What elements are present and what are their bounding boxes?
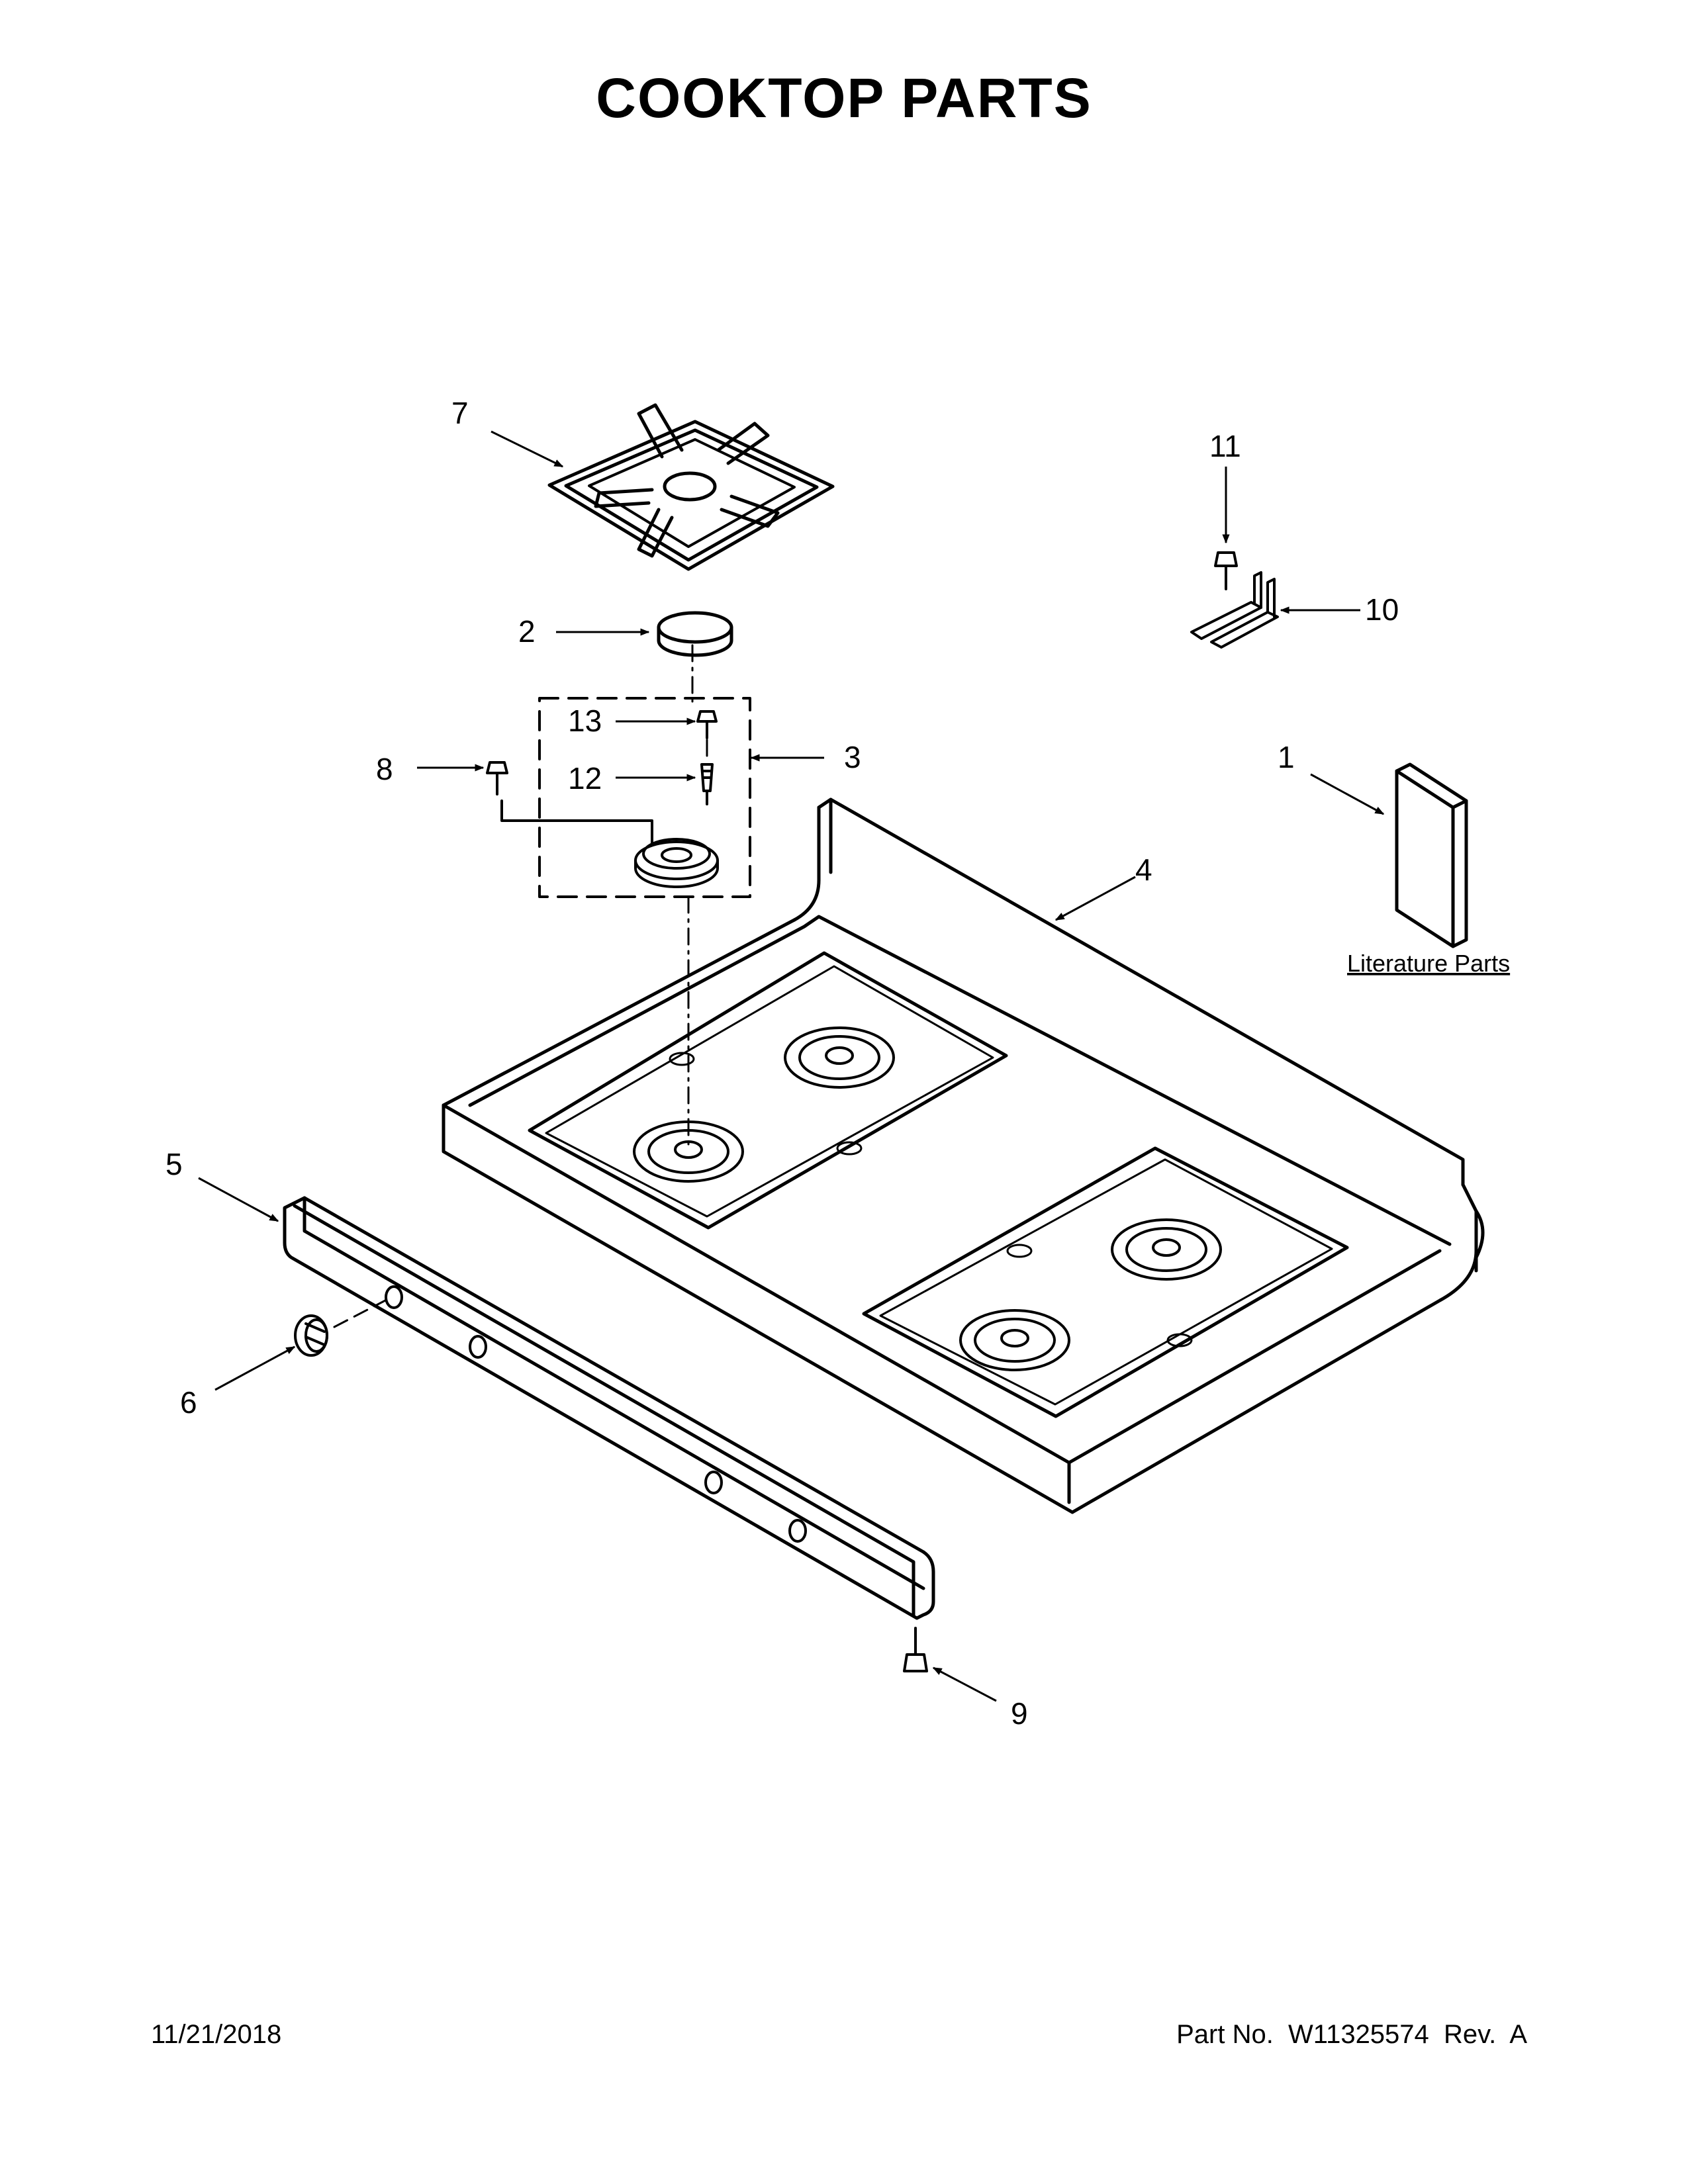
- mounting-bracket-part: [1190, 571, 1279, 649]
- spark-electrode-part: [700, 763, 714, 805]
- callout-2: 2: [518, 614, 536, 649]
- callout-13: 13: [568, 704, 602, 738]
- callout-3: 3: [844, 740, 861, 774]
- screw-8-part: [486, 761, 508, 796]
- burner-assembly-group-box: [538, 697, 751, 898]
- manifold-panel-part: [283, 1196, 935, 1620]
- footer-part-number: Part No. W11325574 Rev. A: [1176, 2020, 1527, 2049]
- callout-5: 5: [165, 1147, 183, 1181]
- burner-wire: [500, 799, 653, 845]
- burner-base-part: [634, 838, 719, 888]
- screw-11-part: [1214, 551, 1238, 590]
- control-knob-part: [294, 1314, 328, 1357]
- callout-leaders: [198, 430, 1385, 1702]
- literature-parts-label: Literature Parts: [1347, 950, 1510, 977]
- callout-11: 11: [1209, 429, 1241, 463]
- callout-8: 8: [376, 752, 393, 786]
- page-title: COOKTOP PARTS: [596, 67, 1092, 129]
- literature-booklet-part: [1395, 762, 1468, 948]
- callout-10: 10: [1365, 592, 1399, 627]
- callout-7: 7: [451, 396, 469, 430]
- callout-6: 6: [180, 1385, 197, 1420]
- callout-4: 4: [1135, 852, 1152, 887]
- burner-grate-part: [547, 403, 835, 571]
- screw-13-part: [696, 710, 718, 739]
- screw-9-part: [903, 1627, 928, 1672]
- callout-1: 1: [1278, 740, 1295, 774]
- callout-9: 9: [1011, 1696, 1028, 1731]
- footer-date: 11/21/2018: [151, 2020, 282, 2049]
- callout-12: 12: [568, 761, 602, 796]
- cooktop-main-part: [442, 797, 1485, 1514]
- burner-cap-part: [657, 611, 733, 657]
